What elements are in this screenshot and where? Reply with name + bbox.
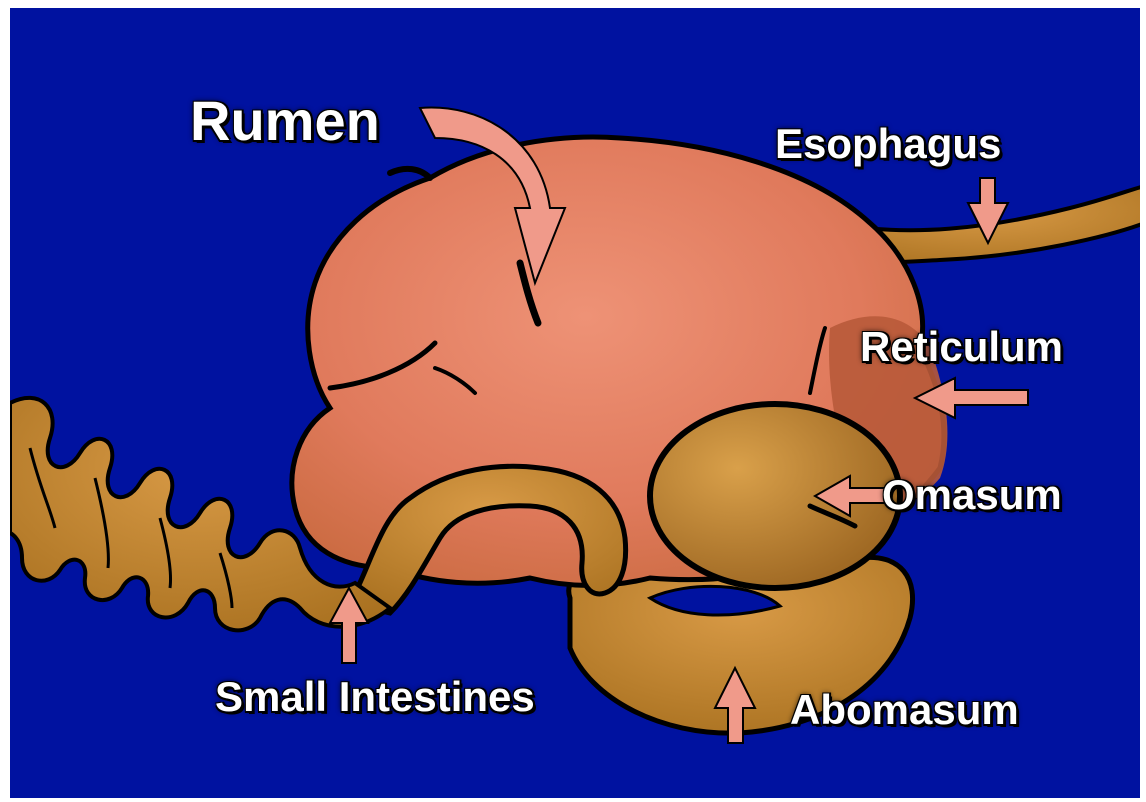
rumen-fold-1: [390, 169, 430, 178]
label-omasum: Omasum: [882, 471, 1062, 519]
diagram-frame: Rumen Esophagus Reticulum Omasum Small I…: [10, 8, 1140, 798]
label-abomasum: Abomasum: [790, 686, 1019, 734]
label-small-intestines: Small Intestines: [215, 673, 535, 721]
label-esophagus: Esophagus: [775, 120, 1001, 168]
label-rumen: Rumen: [190, 88, 380, 153]
label-reticulum: Reticulum: [860, 323, 1063, 371]
